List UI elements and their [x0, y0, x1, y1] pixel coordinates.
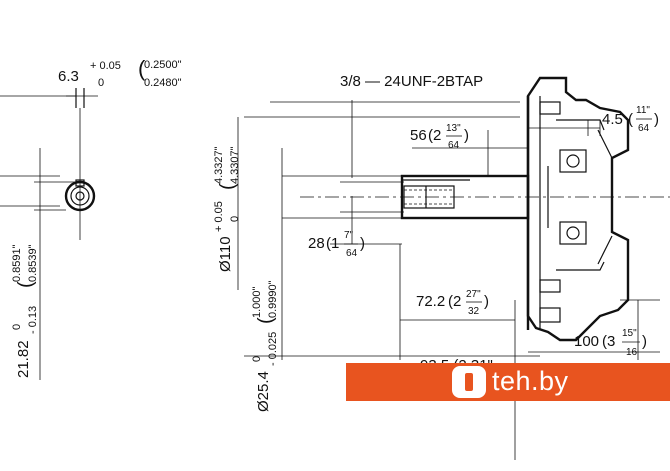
- svg-text:0.8539": 0.8539": [27, 244, 39, 282]
- svg-text:Ø25.4: Ø25.4: [255, 371, 272, 412]
- svg-text:): ): [484, 293, 489, 310]
- svg-text:): ): [464, 127, 469, 144]
- dimension-100: 100 (3 15" 16 ): [574, 328, 647, 358]
- svg-text:(2: (2: [448, 293, 461, 310]
- svg-text:(: (: [628, 111, 633, 128]
- svg-text:72.2: 72.2: [416, 293, 445, 310]
- svg-text:(: (: [138, 56, 146, 81]
- svg-text:0: 0: [98, 77, 104, 89]
- svg-text:0.8591": 0.8591": [11, 244, 23, 282]
- svg-text:0.9990": 0.9990": [267, 280, 279, 318]
- svg-text:13": 13": [446, 123, 461, 134]
- watermark-banner: teh.by: [346, 363, 670, 401]
- svg-text:Ø110: Ø110: [217, 236, 234, 272]
- svg-text:+ 0.05: + 0.05: [90, 60, 121, 72]
- svg-text:27": 27": [466, 289, 481, 300]
- svg-text:15": 15": [622, 328, 637, 339]
- flange-diameter-dimension: Ø110 + 0.05 0 ( 4.3327" 4.3307": [213, 146, 241, 272]
- svg-text:64: 64: [448, 140, 460, 151]
- svg-text:0.2500": 0.2500": [144, 59, 182, 71]
- svg-text:0: 0: [251, 356, 263, 362]
- svg-text:(: (: [15, 281, 37, 288]
- engine-housing: [526, 76, 630, 342]
- tapped-hole: [403, 185, 455, 209]
- keyway-end-view: [0, 88, 98, 380]
- svg-text:4.3307": 4.3307": [229, 146, 241, 184]
- svg-text:100: 100: [574, 333, 599, 350]
- svg-text:(2: (2: [428, 127, 441, 144]
- svg-text:): ): [360, 235, 365, 252]
- svg-text:(: (: [217, 183, 239, 190]
- shaft-side-view: [237, 76, 670, 460]
- shaft-diameter-dimension: Ø25.4 0 - 0.025 ( 1.000" 0.9990": [251, 280, 279, 412]
- svg-text:0: 0: [11, 324, 23, 330]
- svg-text:): ): [654, 111, 659, 128]
- svg-text:11": 11": [636, 105, 650, 116]
- thread-callout: 3/8 — 24UNF-2BTAP: [340, 73, 483, 90]
- svg-text:4.5: 4.5: [602, 111, 623, 128]
- svg-text:32: 32: [468, 306, 480, 317]
- svg-text:1.000": 1.000": [251, 286, 263, 318]
- svg-text:28: 28: [308, 235, 325, 252]
- svg-text:7": 7": [344, 230, 354, 241]
- svg-text:16: 16: [626, 347, 638, 358]
- dimension-4-5: 4.5 ( 11" 64 ): [602, 105, 659, 134]
- svg-text:64: 64: [638, 123, 650, 134]
- watermark-logo-icon: [452, 366, 486, 398]
- svg-text:4.3327": 4.3327": [213, 146, 225, 184]
- svg-text:(1: (1: [326, 235, 339, 252]
- svg-text:- 0.025: - 0.025: [267, 332, 279, 366]
- svg-text:64: 64: [346, 248, 358, 259]
- dimension-28: 28 (1 7" 64 ): [308, 230, 365, 259]
- svg-text:0.2480": 0.2480": [144, 77, 182, 89]
- svg-text:56: 56: [410, 127, 427, 144]
- keyway-height-dimension: 21.82 0 - 0.13 ( 0.8591" 0.8539": [11, 244, 39, 378]
- dimension-56: 56 (2 13" 64 ): [410, 123, 469, 151]
- svg-text:(: (: [255, 317, 277, 324]
- svg-text:+ 0.05: + 0.05: [213, 201, 225, 232]
- watermark-text: teh.by: [492, 366, 569, 396]
- keyway-width-dimension: 6.3 + 0.05 0 ( 0.2500" 0.2480": [58, 56, 182, 89]
- svg-text:): ): [642, 333, 647, 350]
- svg-text:- 0.13: - 0.13: [27, 306, 39, 334]
- bolt-lower: [559, 221, 587, 245]
- svg-text:0: 0: [229, 216, 241, 222]
- svg-text:21.82: 21.82: [15, 340, 32, 378]
- keyway-width-nominal: 6.3: [58, 68, 79, 85]
- dimension-72: 72.2 (2 27" 32 ): [416, 289, 489, 317]
- svg-text:(3: (3: [602, 333, 615, 350]
- bolt-upper: [559, 149, 587, 173]
